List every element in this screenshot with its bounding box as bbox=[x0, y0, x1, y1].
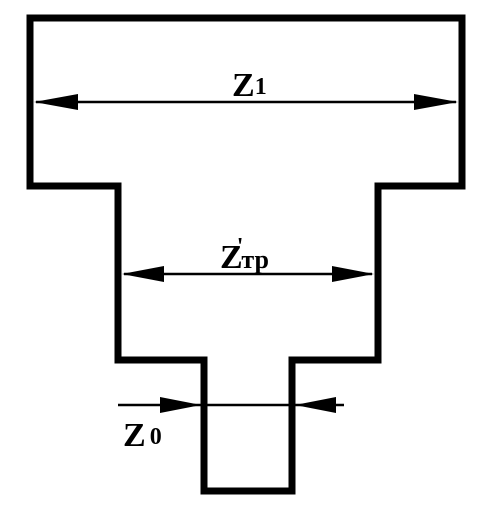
arrow-left-z1 bbox=[34, 94, 78, 110]
label-ztr: Z'тр bbox=[220, 234, 269, 276]
arrow-left-ztr bbox=[122, 266, 164, 282]
label-z1-sub: 1 bbox=[255, 74, 267, 100]
label-z0-main: Z bbox=[123, 417, 146, 454]
label-ztr-main: Z bbox=[220, 239, 243, 276]
arrow-right-ztr bbox=[332, 266, 374, 282]
arrow-left-z0 bbox=[160, 397, 201, 413]
label-ztr-sub: тр bbox=[241, 245, 269, 274]
label-ztr-prime: ' bbox=[237, 234, 244, 260]
label-z1-main: Z bbox=[232, 67, 255, 104]
label-z1: Z1 bbox=[232, 67, 267, 104]
dimension-ztr: Z'тр bbox=[122, 234, 374, 282]
stepped-outline bbox=[26, 14, 466, 495]
dimension-z1: Z1 bbox=[34, 67, 458, 110]
arrow-right-z1 bbox=[414, 94, 458, 110]
arrow-right-z0 bbox=[295, 397, 336, 413]
label-z0-sub: 0 bbox=[150, 424, 162, 450]
